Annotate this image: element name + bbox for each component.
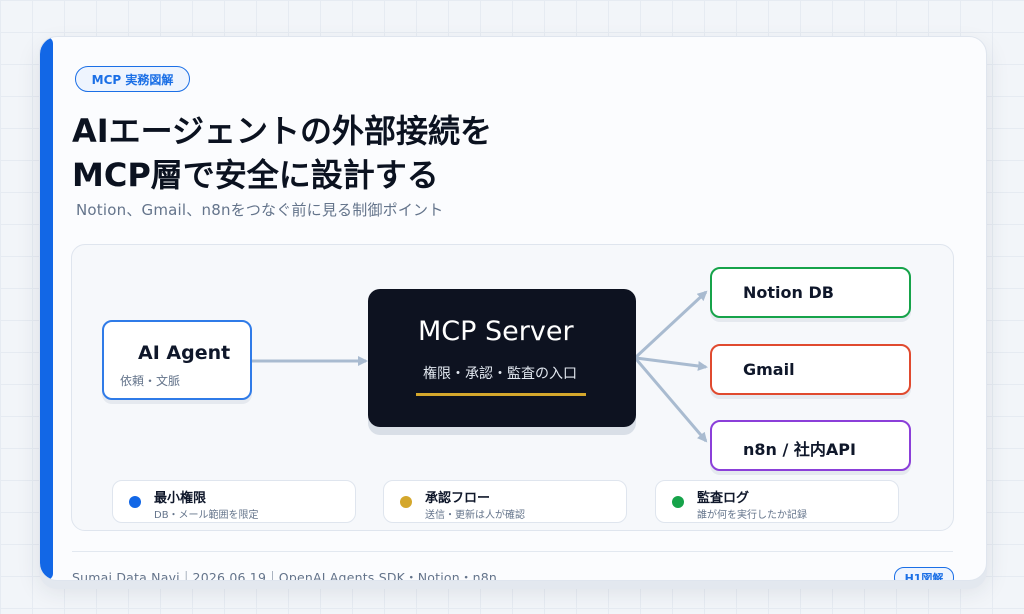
- mcp-server-sub: 権限・承認・監査の入口: [423, 366, 577, 382]
- ai-agent-label: AI Agent: [138, 342, 231, 364]
- mcp-server-underline: [416, 393, 586, 396]
- legend-approval-flow: 承認フロー 送信・更新は人が確認: [383, 480, 627, 523]
- ai-agent-sub: 依頼・文脈: [120, 374, 181, 388]
- page-title: AIエージェントの外部接続を MCP層で安全に設計する: [72, 109, 492, 197]
- notion-db-label: Notion DB: [743, 283, 834, 302]
- footer-divider: [72, 551, 953, 552]
- legend-title: 承認フロー: [425, 491, 491, 506]
- title-line-1: AIエージェントの外部接続を: [72, 112, 493, 150]
- n8n-api-label: n8n / 社内API: [743, 440, 856, 459]
- legend-audit-log: 監査ログ 誰が何を実行したか記録: [655, 480, 899, 523]
- ai-agent-node: AI Agent 依頼・文脈: [102, 320, 252, 400]
- page-subtitle: Notion、Gmail、n8nをつなぐ前に見る制御ポイント: [76, 201, 444, 219]
- legend-least-privilege: 最小権限 DB・メール範囲を限定: [112, 480, 356, 523]
- connector-layer: [252, 290, 708, 443]
- server-to-n8n-arrow: [634, 358, 708, 443]
- accent-bar: [40, 37, 53, 580]
- category-tag: MCP 実務図解: [75, 66, 190, 92]
- legend-desc: DB・メール範囲を限定: [154, 510, 259, 521]
- n8n-api-node: n8n / 社内API: [710, 420, 911, 471]
- title-line-2: MCP層で安全に設計する: [72, 156, 439, 194]
- mcp-server-node: MCP Server 権限・承認・監査の入口: [368, 289, 636, 427]
- footer-badge: H1図解: [894, 567, 954, 580]
- main-card: MCP 実務図解 AIエージェントの外部接続を MCP層で安全に設計する Not…: [39, 36, 987, 581]
- server-to-notion-arrow: [634, 290, 708, 359]
- server-to-gmail-arrow: [635, 356, 708, 371]
- green-dot-icon: [672, 496, 684, 508]
- legend-title: 最小権限: [154, 491, 207, 506]
- notion-db-node: Notion DB: [710, 267, 911, 318]
- legend-desc: 送信・更新は人が確認: [425, 510, 525, 521]
- legend-desc: 誰が何を実行したか記録: [697, 510, 807, 521]
- gmail-label: Gmail: [743, 360, 795, 379]
- blue-dot-icon: [129, 496, 141, 508]
- footer-text: Sumai Data Navi｜2026.06.19｜OpenAI Agents…: [72, 570, 497, 581]
- gmail-node: Gmail: [710, 344, 911, 395]
- gold-dot-icon: [400, 496, 412, 508]
- legend-title: 監査ログ: [697, 491, 750, 506]
- mcp-server-label: MCP Server: [418, 316, 574, 347]
